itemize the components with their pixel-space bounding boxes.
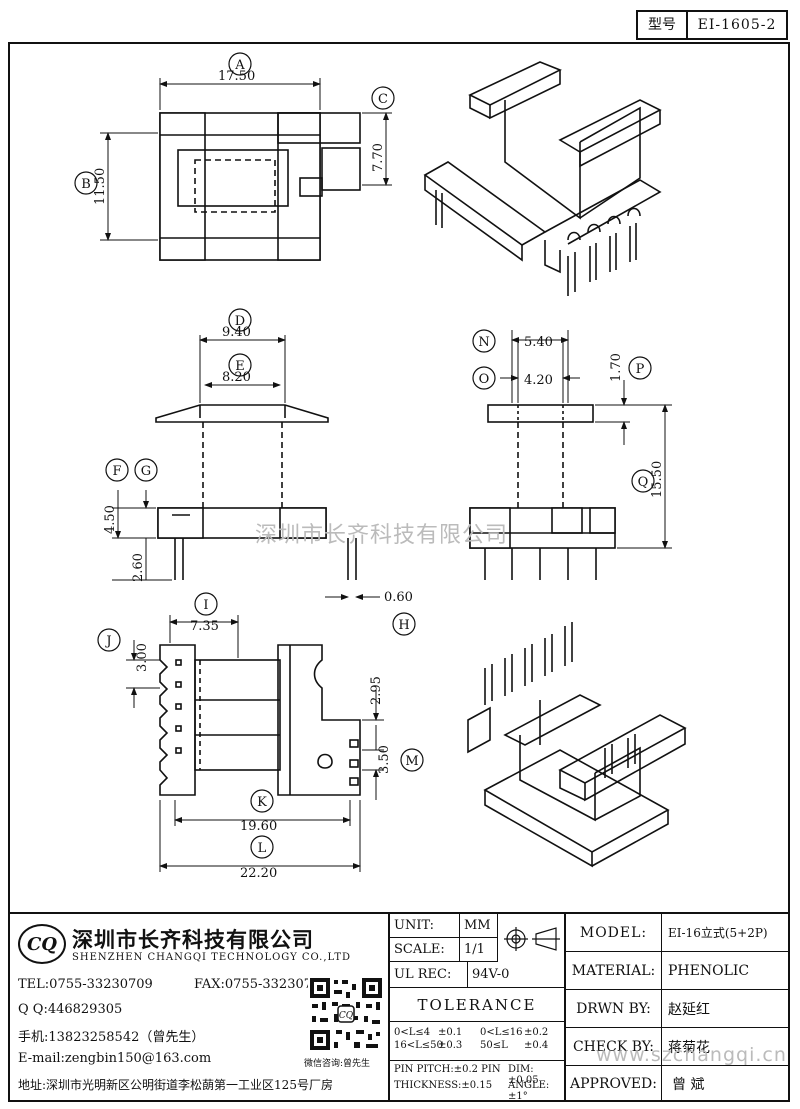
approved-value: 曾 斌 [672,1077,705,1093]
dim-a-value: 17.50 [218,69,255,84]
dim-l-value: 22.20 [240,866,277,881]
label-i: I [203,598,208,613]
material-label: MATERIAL: [566,952,662,990]
label-j: J [104,634,111,649]
tol-r2-c2: ±0.3 [438,1040,463,1051]
check-label: CHECK BY: [566,1028,662,1066]
qr-caption: 微信咨询:曾先生 [304,1059,371,1069]
label-q: Q [638,475,649,490]
drawn-value: 赵延红 [662,990,788,1028]
dim-f-value: 4.50 [103,505,118,534]
iso-view-top [423,61,662,296]
part-number-value: EI-1605-2 [697,17,777,33]
dim-b-value: 11.50 [93,168,108,205]
company-fax: FAX:0755-33230710 [194,977,329,992]
thickness-tolerance: THICKNESS:±0.15 [394,1080,493,1091]
part-number-label: 型号 [638,12,688,38]
dim-n-value: 5.40 [524,335,553,350]
dim-tolerance: DIM:±0.05 [508,1064,539,1086]
company-address: 地址:深圳市光明新区公明街道李松蓢第一工业区125号厂房 [18,1078,333,1092]
company-mobile: 手机:13823258542（曾先生） [18,1030,205,1045]
label-b: B [81,177,91,192]
label-g: G [141,464,151,479]
tol-r2-c1: 16<L≤50 [394,1040,443,1051]
label-l: L [258,841,267,856]
watermark-url: www.szchangqi.cn [596,1044,787,1066]
tol-r2-c4: ±0.4 [524,1040,549,1051]
company-panel: CQ 深圳市长齐科技有限公司 SHENZHEN CHANGQI TECHNOLO… [8,914,390,1102]
label-c: C [378,92,388,107]
unit-label: UNIT: [390,914,460,938]
dim-m-value: 3.50 [377,745,392,774]
ulrec-label: UL REC: [390,962,468,988]
top-view [159,112,361,261]
title-panel: MODEL: EI-16立式(5+2P) MATERIAL: PHENOLIC … [566,914,788,1102]
tolerance-table: 0<L≤4 ±0.1 0<L≤16±0.2 16<L≤50±0.3 50≤L ±0.4 [394,1027,564,1051]
label-m: M [405,754,418,769]
spec-panel: UNIT: MM SCALE: 1/1 UL REC: 94V-0 TOLERA… [390,914,566,1102]
front-view [155,404,357,580]
scale-label: SCALE: [390,938,460,962]
company-name-en: SHENZHEN CHANGQI TECHNOLOGY CO.,LTD [72,952,352,963]
tol-r2-c3: 50≤L [480,1040,508,1051]
label-a: A [234,58,245,73]
company-qq: Q Q:446829305 [18,1002,123,1017]
part-number-box: 型号 EI-1605-2 [636,10,788,40]
label-f: F [112,464,121,479]
watermark-cn: 深圳市长齐科技有限公司 [255,523,509,548]
label-p: P [636,362,645,377]
dim-q-value: 15.50 [650,461,665,498]
label-o: O [479,372,490,387]
label-e: E [235,359,245,374]
dim-d-value: 9.40 [222,325,251,340]
side-view [469,404,616,580]
qr-code-icon: CQ [308,976,384,1052]
projection-symbol-icon [504,927,560,951]
svg-text:CQ: CQ [339,1011,354,1021]
dim-p-value: 1.70 [609,353,624,382]
dim-e-value: 8.20 [222,370,251,385]
drawing-views: A B C D E F G H N O P Q I J K L M 17.50 … [74,52,687,881]
company-name-cn: 深圳市长齐科技有限公司 [72,927,314,952]
tol-r1-c4: ±0.2 [524,1027,549,1038]
model-value: EI-16立式(5+2P) [662,914,788,952]
material-value: PHENOLIC [662,952,788,990]
dim-k-value: 19.60 [240,819,277,834]
scale-value: 1/1 [460,938,498,962]
tol-r1-c1: 0<L≤4 [394,1027,431,1038]
label-n: N [478,335,489,350]
approved-label: APPROVED: [566,1066,662,1102]
check-value: 蒋菊花 [662,1028,788,1066]
bottom-view [159,644,361,796]
dim-295-value: 2.95 [369,676,384,705]
dim-i-value: 7.35 [190,619,219,634]
company-logo: CQ [18,924,66,964]
ulrec-value: 94V-0 [468,962,564,988]
tol-r1-c2: ±0.1 [438,1027,463,1038]
drawing-frame [8,42,790,1102]
dim-c-value: 7.70 [371,143,386,172]
company-tel: TEL:0755-33230709 [18,977,153,992]
title-block: CQ 深圳市长齐科技有限公司 SHENZHEN CHANGQI TECHNOLO… [8,912,790,1102]
label-k: K [257,795,267,810]
tol-r1-c3: 0<L≤16 [480,1027,523,1038]
unit-value: MM [460,914,498,938]
dim-h-value: 0.60 [384,590,413,605]
label-h: H [398,618,409,633]
dim-g-value: 2.60 [131,553,146,582]
dim-j-value: 3.00 [135,643,150,672]
angle-tolerance: ANGLE:±1° [508,1080,550,1102]
label-d: D [235,314,245,329]
pin-pitch: PIN PITCH:±0.2 PIN [394,1064,501,1075]
model-label: MODEL: [566,914,662,952]
dim-o-value: 4.20 [524,373,553,388]
drawn-label: DRWN BY: [566,990,662,1028]
iso-view-bottom [467,622,687,868]
company-email: E-mail:zengbin150@163.com [18,1051,212,1066]
tolerance-label: TOLERANCE [390,988,564,1022]
